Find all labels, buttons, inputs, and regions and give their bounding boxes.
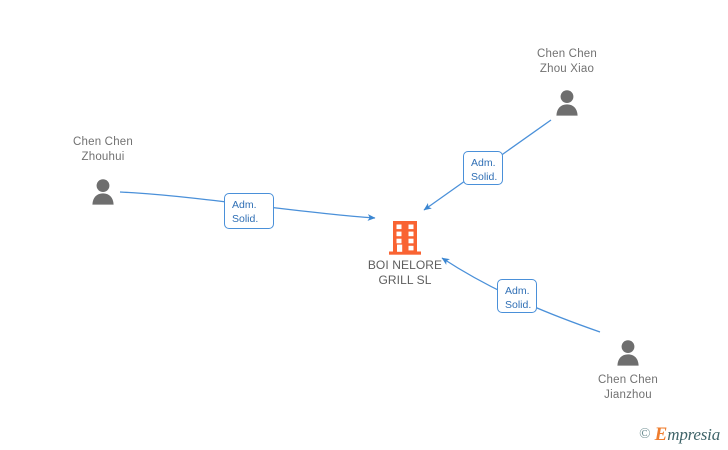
brand-name: mpresia [667, 425, 720, 444]
company-name-label: BOI NELORE GRILL SL [367, 258, 443, 287]
copyright-icon: © [639, 426, 651, 442]
person-label-zhouhui: Chen Chen Zhouhui [73, 136, 133, 163]
person-icon [617, 340, 639, 366]
person-node-zhouhui[interactable] [89, 177, 117, 205]
person-icon [92, 179, 114, 205]
building-icon [389, 221, 421, 255]
relation-label-jianzhou[interactable]: Adm. Solid. [497, 279, 537, 313]
relation-label-zhou-xiao[interactable]: Adm. Solid. [463, 151, 503, 185]
person-node-jianzhou[interactable] [614, 338, 642, 366]
person-label-jianzhou: Chen Chen Jianzhou [598, 374, 658, 401]
company-node[interactable] [388, 220, 422, 256]
relation-label-zhouhui[interactable]: Adm. Solid. [224, 193, 274, 229]
brand-initial: E [654, 424, 668, 445]
person-icon [556, 90, 578, 116]
person-label-zhou-xiao: Chen Chen Zhou Xiao [537, 48, 597, 75]
empresia-watermark: © E mpresia [639, 425, 720, 444]
person-node-zhou-xiao[interactable] [553, 88, 581, 116]
